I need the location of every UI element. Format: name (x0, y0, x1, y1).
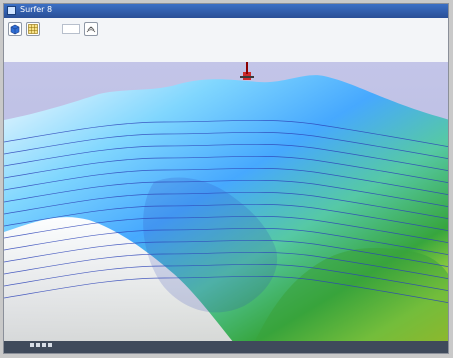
grid-button[interactable] (26, 22, 40, 36)
terrain-green-slope (254, 248, 448, 343)
tower-icon (240, 62, 254, 80)
contour-icon (86, 26, 96, 33)
status-bar (4, 341, 448, 353)
status-icon (48, 343, 52, 347)
status-icon (36, 343, 40, 347)
view-3d-button[interactable] (8, 22, 22, 36)
app-icon (7, 6, 16, 15)
contour-lines (4, 119, 448, 303)
terrain-surface-plot (4, 62, 448, 343)
title-bar: Surfer 8 (4, 4, 448, 18)
valley-shadow (143, 177, 278, 313)
status-icon (30, 343, 34, 347)
status-icons (30, 343, 52, 347)
window-title: Surfer 8 (20, 5, 53, 14)
zoom-field[interactable] (62, 24, 80, 34)
3d-surface-view[interactable] (4, 62, 448, 343)
app-window: Surfer 8 (3, 3, 449, 354)
cube-icon (10, 24, 20, 35)
terrain-shadowed-valley (4, 217, 234, 343)
grid-icon (28, 24, 38, 34)
status-icon (42, 343, 46, 347)
contour-button[interactable] (84, 22, 98, 36)
toolbar (4, 18, 448, 63)
